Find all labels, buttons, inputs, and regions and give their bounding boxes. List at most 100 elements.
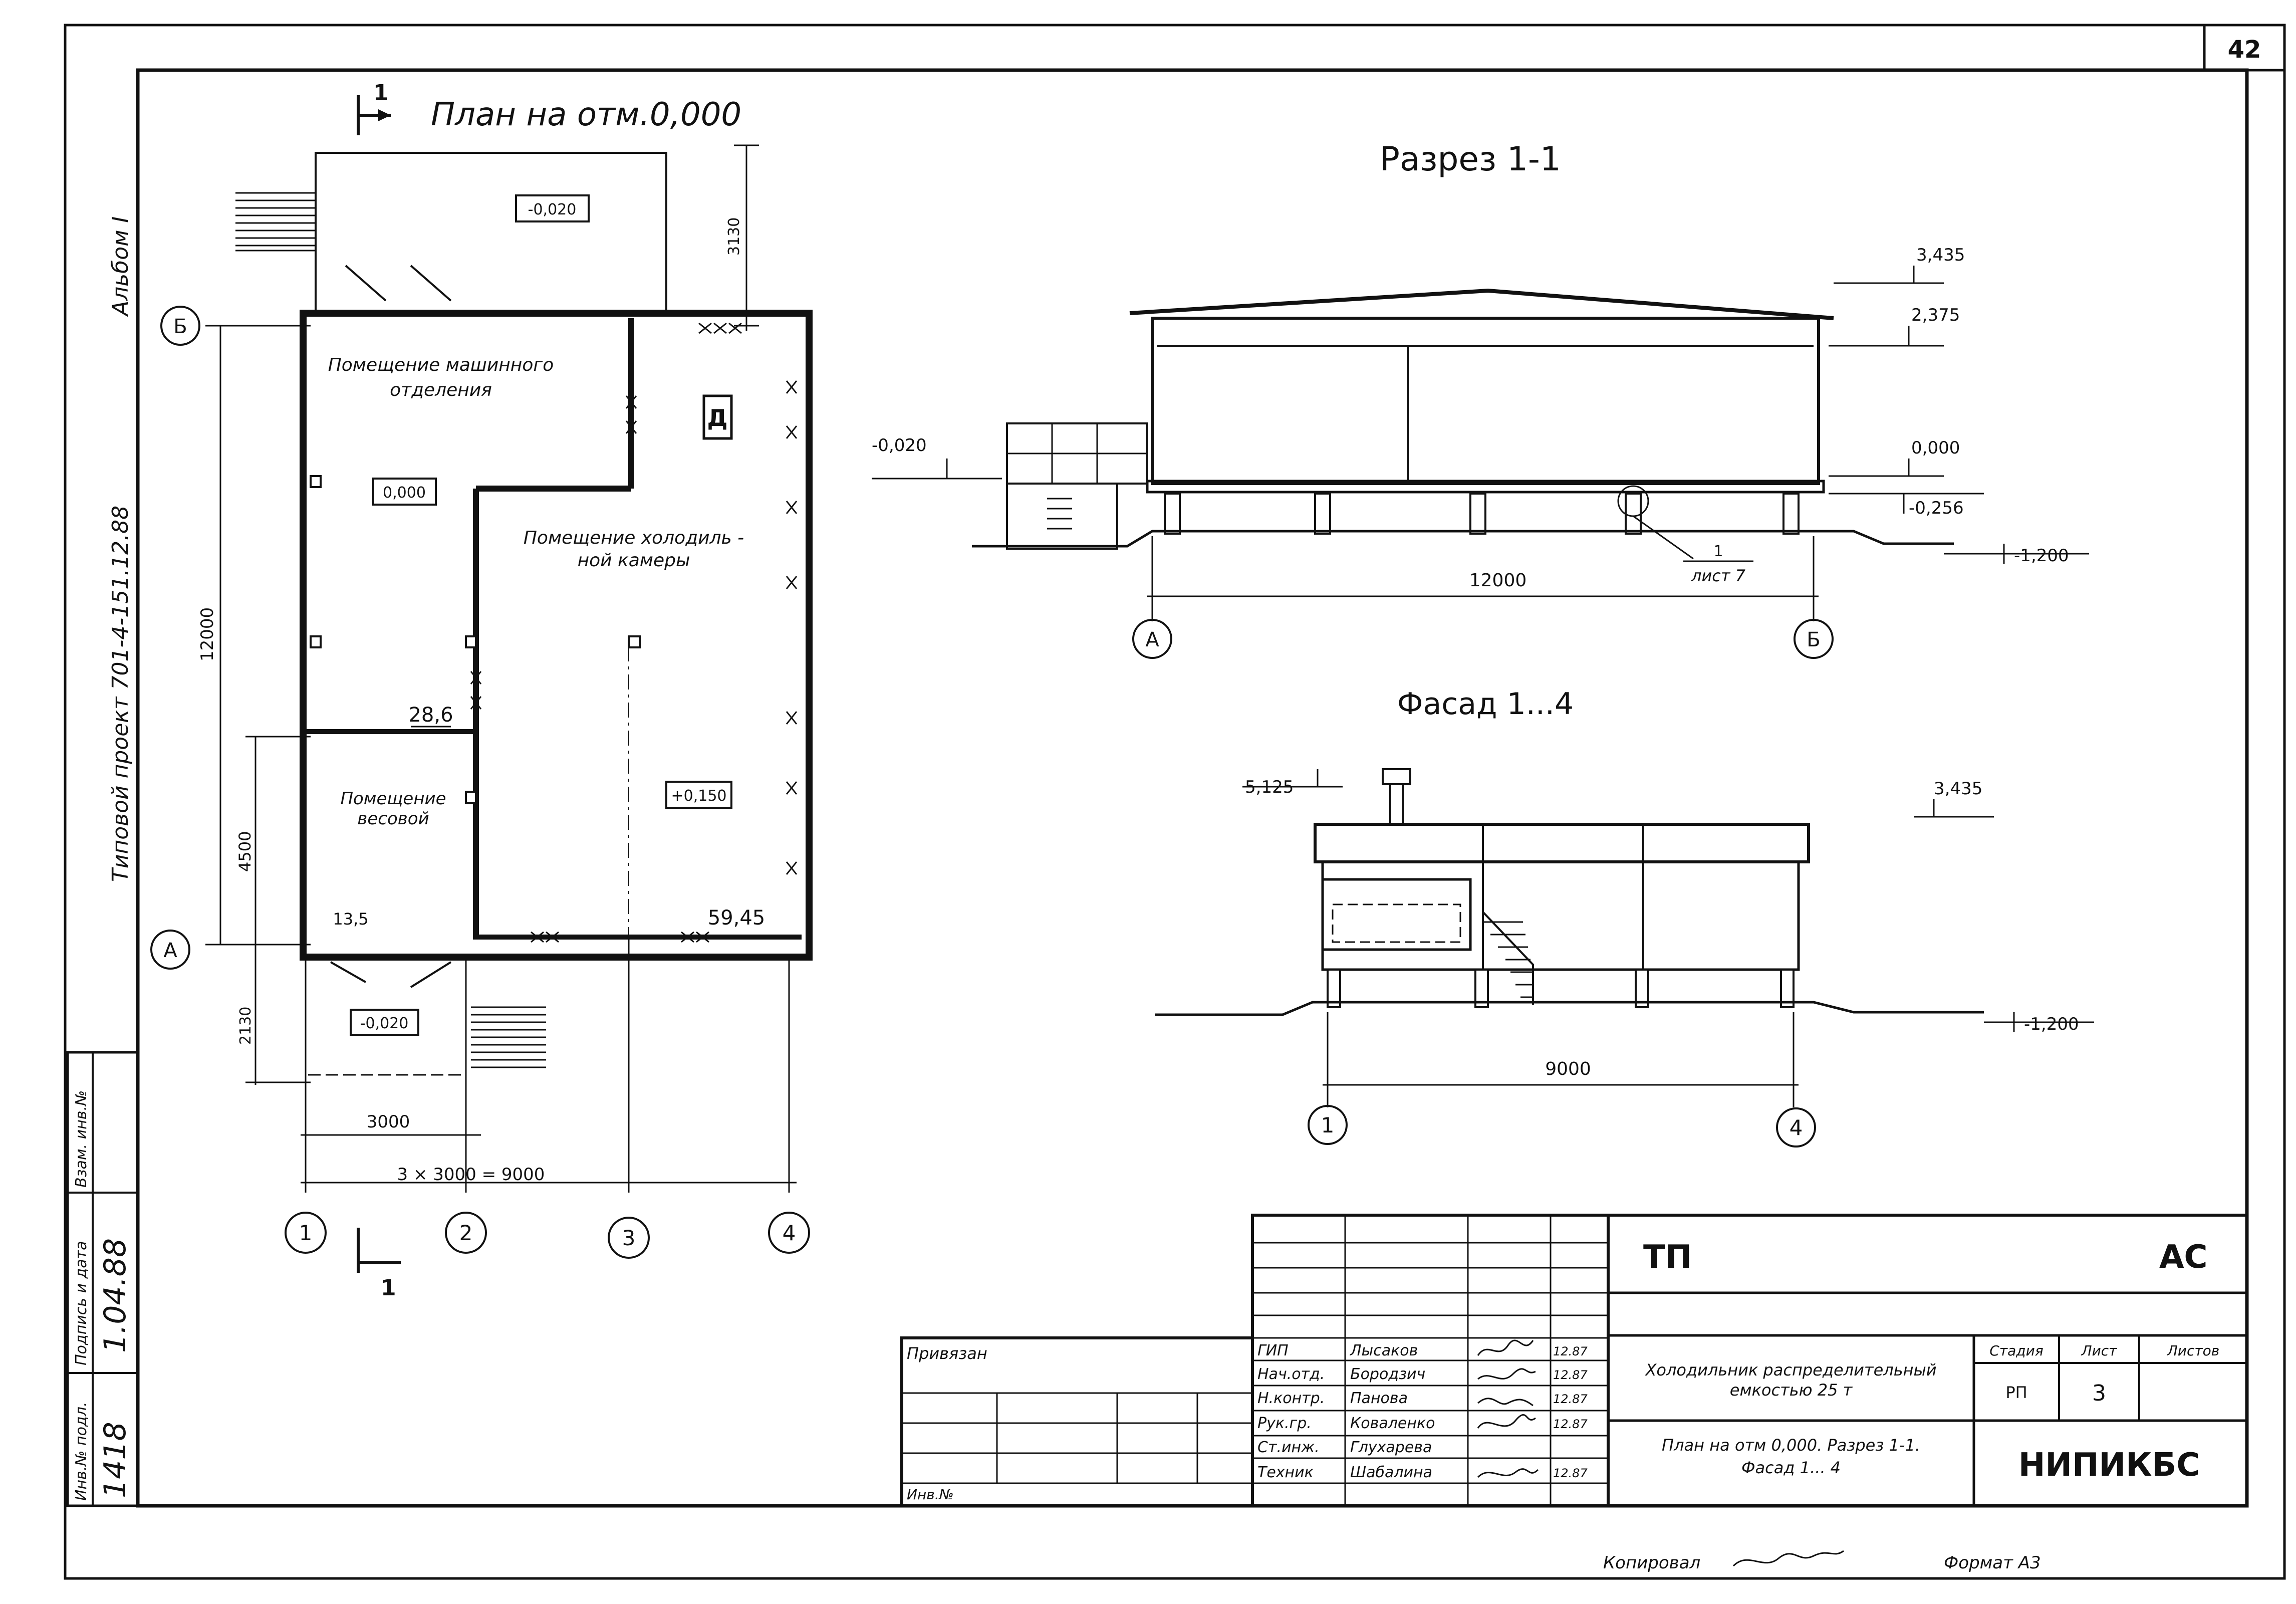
outer-frame [64, 24, 2286, 1580]
room-cold-line1: Помещение холодиль - [524, 528, 744, 548]
date-0: 12.87 [1553, 1344, 1588, 1358]
mark-cold: +0,150 [671, 787, 726, 805]
floor-plan: План на отм.0,000 1 1 -0,020 [150, 80, 813, 1301]
org-name: НИПИКБС [2018, 1447, 2200, 1484]
section-level-2375: 2,375 [1911, 305, 1960, 325]
dim-2130: 2130 [237, 1007, 254, 1045]
vzam-label: Взам. инв.№ [73, 1090, 90, 1188]
sheet-header: Лист [2081, 1342, 2118, 1359]
room-cold-line2: ной камеры [578, 550, 690, 571]
section-mark-top: 1 [373, 80, 389, 106]
room-machine-line1: Помещение машинного [328, 355, 554, 375]
stage-value: РП [2005, 1383, 2027, 1402]
dim-3000: 3000 [367, 1112, 410, 1132]
name-5: Шабалина [1350, 1464, 1432, 1481]
axis-1-label: 1 [299, 1221, 313, 1245]
facade-level-m1200: -1,200 [2024, 1014, 2079, 1034]
approval-strip: Взам. инв.№ Подпись и дата Инв.№ подл. 1… [66, 1051, 139, 1507]
album-label: Альбом I [108, 216, 133, 317]
sign-date-label: Подпись и дата [73, 1241, 90, 1366]
section-note-num: 1 [1713, 543, 1723, 560]
area-weigh: 13,5 [333, 909, 368, 929]
facade-axis-4: 4 [1790, 1115, 1803, 1140]
date-3: 12.87 [1553, 1417, 1588, 1431]
role-1: Нач.отд. [1257, 1365, 1325, 1383]
project-label: Типовой проект 701-4-151.12.88 [108, 506, 133, 882]
name-2: Панова [1350, 1390, 1408, 1407]
inv-value: 1418 [98, 1422, 133, 1498]
room-weigh-line2: весовой [357, 809, 429, 829]
stamp-code: ТП [1643, 1239, 1692, 1276]
name-4: Глухарева [1350, 1439, 1432, 1456]
axis-4-label: 4 [783, 1221, 796, 1245]
title-block: Привязан Инв.№ ГИП Нач.отд. Н.контр. Рук… [900, 1214, 2248, 1507]
section-level-m0020: -0,020 [872, 435, 927, 455]
axis-2-label: 2 [459, 1221, 473, 1245]
stamp-mark: АС [2159, 1239, 2208, 1276]
role-0: ГИП [1257, 1342, 1289, 1359]
sheet-name-line2: Фасад 1... 4 [1741, 1458, 1841, 1477]
mark-d: Д [707, 404, 728, 431]
sheet-value: 3 [2092, 1381, 2106, 1406]
dim-3130: 3130 [725, 217, 743, 256]
stage-header: Стадия [1989, 1342, 2043, 1359]
mark-top-porch: -0,020 [528, 201, 577, 218]
role-4: Ст.инж. [1257, 1439, 1320, 1456]
object-line2: емкостью 25 т [1730, 1381, 1853, 1400]
stamp-attached: Привязан [907, 1344, 987, 1363]
section-dim-12000: 12000 [1469, 570, 1527, 591]
facade-1-4: Фасад 1...4 5,125 3,435 -1,200 [1155, 686, 2094, 1148]
section-axis-b: Б [1807, 628, 1820, 651]
sheet-number-box [2203, 24, 2286, 72]
role-3: Рук.гр. [1257, 1415, 1312, 1432]
sign-value: 1.04.88 [98, 1238, 133, 1353]
date-2: 12.87 [1553, 1392, 1588, 1406]
footer-copied: Копировал [1603, 1553, 1700, 1573]
room-weigh-line1: Помещение [340, 789, 446, 809]
date-5: 12.87 [1553, 1466, 1588, 1480]
section-level-m1200: -1,200 [2014, 546, 2069, 566]
axis-bubble-1: 1 [285, 1212, 327, 1254]
dim-4500: 4500 [235, 831, 254, 872]
date-1: 12.87 [1553, 1368, 1588, 1382]
copier-signature [1732, 1550, 1844, 1567]
axis-bubble-b: Б [160, 306, 200, 346]
mark-machine: 0,000 [383, 484, 426, 502]
section-level-0000: 0,000 [1911, 438, 1960, 458]
footer-format: Формат А3 [1944, 1553, 2041, 1573]
axis-bubble-4: 4 [768, 1212, 810, 1254]
axis-a-label: А [163, 939, 177, 962]
inner-frame [136, 68, 2249, 1508]
object-line1: Холодильник распределительный [1644, 1360, 1936, 1380]
area-cold: 59,45 [708, 906, 766, 930]
facade-level-3435: 3,435 [1934, 779, 1982, 799]
section-title: Разрез 1-1 [1380, 140, 1561, 178]
plan-title: План на отм.0,000 [431, 96, 741, 133]
facade-dim-9000: 9000 [1545, 1059, 1591, 1079]
dim-total: 3 × 3000 = 9000 [397, 1165, 545, 1185]
section-mark-bottom: 1 [381, 1275, 396, 1301]
facade-level-5125: 5,125 [1245, 777, 1294, 797]
role-2: Н.контр. [1257, 1390, 1325, 1407]
axis-b-label: Б [173, 315, 187, 338]
section-1-1: Разрез 1-1 3,435 [872, 140, 2089, 659]
sheet-name-line1: План на отм 0,000. Разрез 1-1. [1662, 1436, 1920, 1455]
section-level-3435: 3,435 [1916, 245, 1965, 265]
room-machine-line2: отделения [390, 380, 492, 400]
area-machine: 28,6 [408, 704, 453, 727]
dim-12000: 12000 [197, 607, 217, 661]
section-level-m0256: -0,256 [1909, 498, 1964, 518]
sheet-number: 42 [2228, 36, 2261, 64]
section-note-sheet: лист 7 [1691, 566, 1746, 585]
name-0: Лысаков [1350, 1342, 1418, 1359]
sheets-header: Листов [2167, 1342, 2220, 1359]
section-axis-a: А [1145, 628, 1159, 651]
axis-bubble-2: 2 [445, 1212, 487, 1254]
axis-bubble-3: 3 [608, 1217, 650, 1259]
axis-bubble-a: А [150, 930, 190, 970]
stamp-inv: Инв.№ [907, 1486, 954, 1503]
axis-3-label: 3 [622, 1226, 636, 1250]
facade-axis-1: 1 [1321, 1113, 1335, 1137]
facade-title: Фасад 1...4 [1397, 686, 1574, 722]
